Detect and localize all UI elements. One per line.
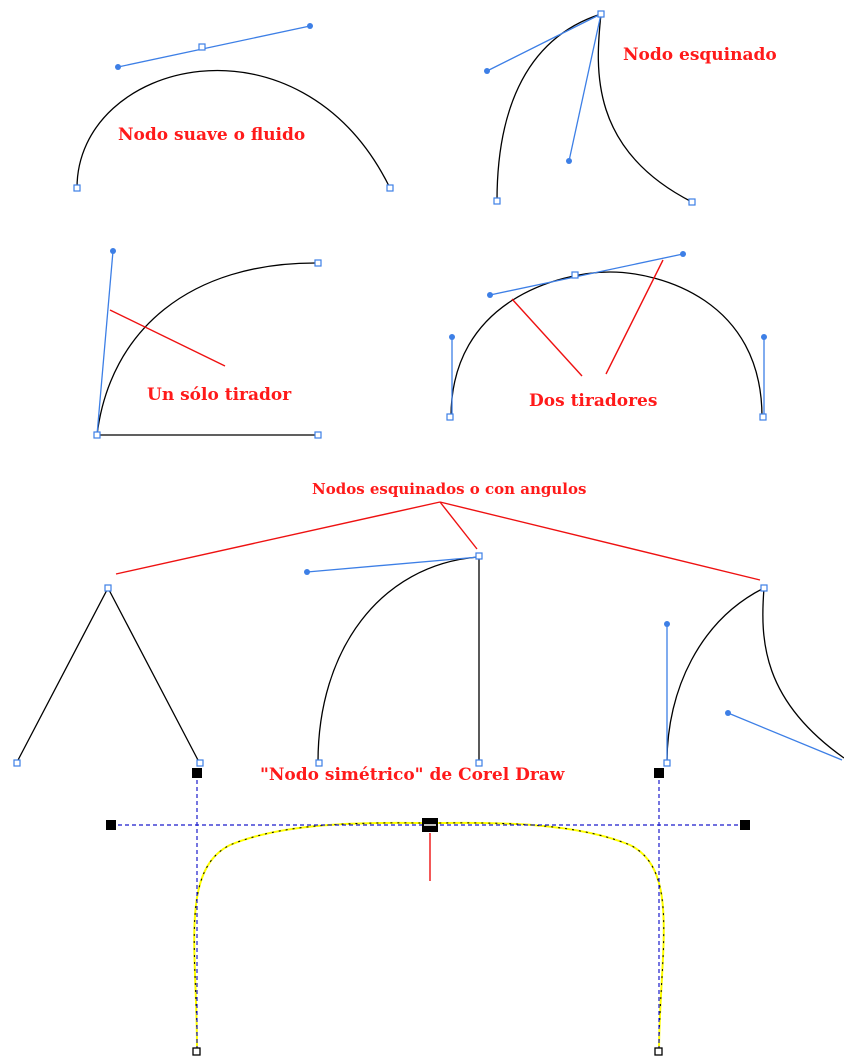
cusp-node-end [688, 198, 696, 206]
two-handles-example: Dos tiradores [446, 251, 767, 421]
cusp-handle-dot-left [484, 68, 490, 74]
corner-right-handle-vertical-dot [664, 621, 670, 627]
corner-middle-node-right [475, 759, 483, 767]
smooth-node-example: Nodo suave o fluido [73, 23, 394, 192]
two-handles-node-left [446, 413, 454, 421]
corner-pointer-middle [439, 501, 478, 550]
smooth-node-top [198, 43, 206, 51]
corner-right-handle-diagonal-dot [725, 710, 731, 716]
cusp-node-example: Nodo esquinado [484, 10, 777, 206]
two-handles-arc-curve [450, 271, 763, 418]
label-smooth-node: Nodo suave o fluido [118, 125, 305, 145]
symmetric-node-bottom-left [192, 1047, 201, 1056]
smooth-handle-line [117, 25, 311, 68]
symmetric-curve-yellow [193, 821, 665, 1049]
cusp-node-start [493, 197, 501, 205]
corner-right-node-left [663, 759, 671, 767]
cusp-left-curve [496, 13, 602, 202]
two-handles-pointer-right [605, 259, 664, 375]
two-handles-right-dot [761, 334, 767, 340]
label-cusp-node: Nodo esquinado [623, 45, 777, 65]
smooth-arc-curve [76, 69, 391, 189]
corner-pointer-left [115, 501, 441, 575]
cusp-right-curve [597, 13, 693, 203]
corner-middle-handle-dot [304, 569, 310, 575]
smooth-node-end [386, 184, 394, 192]
cusp-handle-left [486, 13, 602, 72]
smooth-handle-dot-right [307, 23, 313, 29]
label-one-handle: Un sólo tirador [147, 385, 292, 405]
one-handle-node-top [314, 259, 322, 267]
corner-nodes-example: Nodos esquinados o con angulos [13, 480, 844, 767]
two-handles-top-dot-right [680, 251, 686, 257]
one-handle-dot [110, 248, 116, 254]
cusp-handle-dot-right [566, 158, 572, 164]
smooth-node-start [73, 184, 81, 192]
corner-two-curves-right [762, 587, 844, 759]
one-handle-pointer [109, 309, 226, 367]
cusp-handle-right [568, 13, 602, 162]
symmetric-node-bottom-right [654, 1047, 663, 1056]
label-symmetric-node: "Nodo simétrico" de Corel Draw [260, 765, 565, 785]
symmetric-node-example: "Nodo simétrico" de Corel Draw [106, 765, 750, 1056]
cusp-node-top [597, 10, 605, 18]
corner-middle-node-left [315, 759, 323, 767]
two-handles-left-dot [449, 334, 455, 340]
corner-straight-node-left [13, 759, 21, 767]
corner-straight-lines [16, 586, 200, 763]
one-handle-node-corner [93, 431, 101, 439]
symmetric-handle-end-right [740, 820, 750, 830]
symmetric-handle-upper-left [192, 768, 202, 778]
symmetric-handle-end-left [106, 820, 116, 830]
label-corner-group: Nodos esquinados o con angulos [312, 480, 586, 498]
corner-curve-line-curve [317, 556, 479, 763]
two-handles-pointer-left [511, 298, 583, 377]
symmetric-curve-dashes [193, 822, 665, 1049]
two-handles-top-line [489, 253, 684, 296]
two-handles-node-right [759, 413, 767, 421]
corner-middle-handle [306, 556, 480, 573]
smooth-handle-dot-left [115, 64, 121, 70]
one-handle-line [96, 250, 114, 436]
corner-right-node-top [760, 584, 768, 592]
corner-pointer-right [439, 501, 761, 581]
one-handle-curve [96, 262, 319, 436]
two-handles-node-top [571, 271, 579, 279]
label-two-handles: Dos tiradores [529, 391, 657, 411]
corner-middle-node-top [475, 552, 483, 560]
corner-two-curves-left [666, 587, 765, 763]
corner-right-handle-diagonal [727, 712, 843, 761]
one-handle-example: Un sólo tirador [93, 248, 322, 439]
corner-straight-node-right [196, 759, 204, 767]
one-handle-node-right [314, 431, 322, 439]
two-handles-top-dot-left [487, 292, 493, 298]
symmetric-handle-upper-right [654, 768, 664, 778]
corner-straight-node-top [104, 584, 112, 592]
